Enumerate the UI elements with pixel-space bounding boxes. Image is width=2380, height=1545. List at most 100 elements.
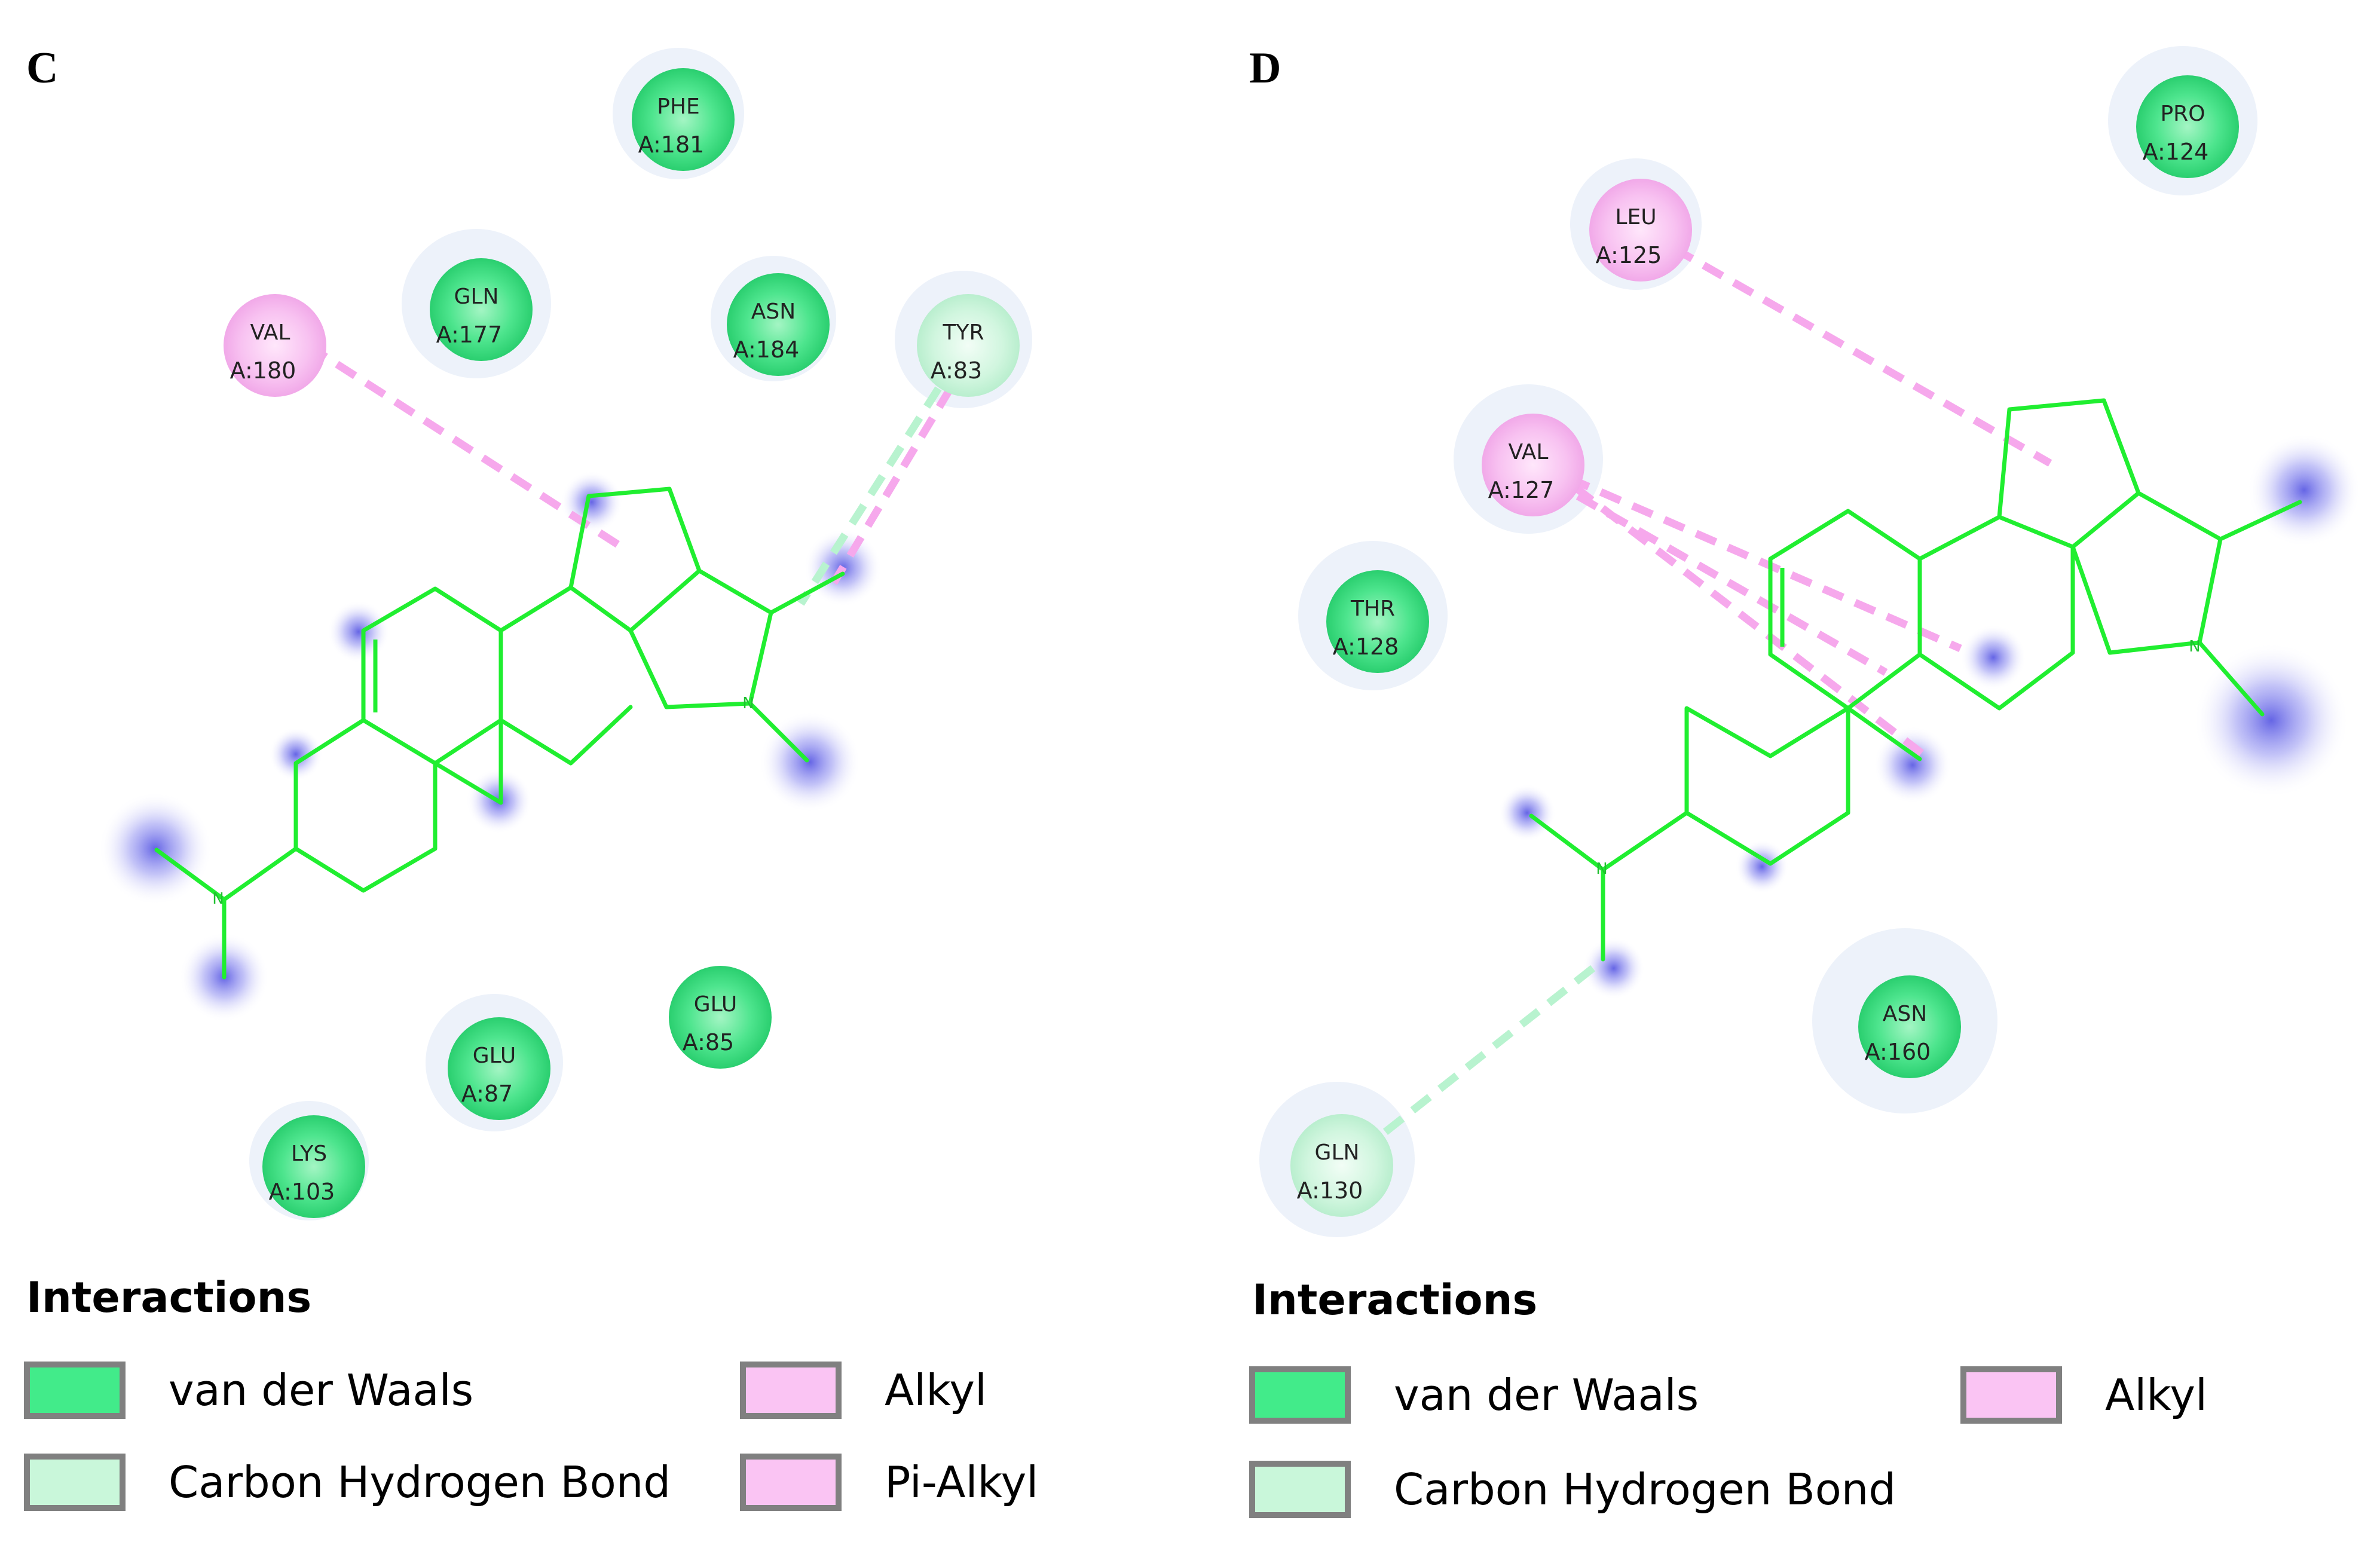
residue-disc: [632, 68, 735, 171]
legend-item-c-chb: Carbon Hydrogen Bond: [24, 1454, 671, 1511]
ligand-bond: [628, 568, 773, 709]
residue-disc: [1482, 414, 1584, 516]
residue-id: A:128: [1333, 634, 1399, 660]
ligand-bond: [1997, 398, 2141, 549]
atom-glow: [328, 601, 390, 663]
ligand-bond: [1529, 813, 1605, 872]
ligand-bond: [769, 571, 845, 615]
residue-disc: [917, 294, 1020, 397]
residue-disc: [669, 966, 772, 1069]
residue-disc: [262, 1115, 365, 1218]
residue-name: ASN: [1883, 1002, 1927, 1026]
residue-disc: [448, 1017, 550, 1120]
atom-label-n: N: [2189, 638, 2200, 656]
ligand-bond: [222, 846, 298, 902]
residue-disc: [1858, 975, 1961, 1078]
panel-label-d: D: [1249, 44, 1281, 93]
residue-name: GLU: [694, 992, 738, 1017]
residue-gln-a177: GLN A:177: [430, 258, 533, 361]
residue-id: A:103: [269, 1179, 335, 1205]
residue-glu-a85: GLU A:85: [669, 966, 772, 1069]
ligand-bond: [498, 585, 633, 766]
interaction-line: [305, 342, 624, 550]
legend-swatch-pi-alkyl: [740, 1454, 842, 1511]
residue-asn-a184: ASN A:184: [727, 273, 830, 376]
residue-name: PRO: [2160, 102, 2205, 126]
residue-name: THR: [1350, 596, 1395, 621]
residue-leu-a125: LEU A:125: [1589, 179, 1692, 282]
interaction-line: [1567, 475, 1962, 652]
residue-id: A:127: [1488, 477, 1555, 503]
atom-glow: [2247, 433, 2361, 547]
legend-item-c-vdw: van der Waals: [24, 1362, 473, 1419]
legend-item-c-alkyl: Alkyl: [740, 1362, 987, 1419]
atom-label-n: N: [1596, 860, 1607, 878]
atom-glow: [1583, 937, 1645, 999]
residue-disc: [430, 258, 533, 361]
residue-name: GLN: [454, 284, 499, 309]
legend-swatch-chb: [1249, 1461, 1351, 1518]
interaction-line: [1671, 244, 2052, 467]
legend-label: Pi-Alkyl: [885, 1457, 1039, 1507]
ligand-bond: [748, 701, 809, 763]
residue-disc: [727, 273, 830, 376]
residue-id: A:130: [1297, 1177, 1363, 1204]
ligand-bond: [154, 848, 227, 902]
residue-name: VAL: [250, 320, 290, 345]
residue-glu-a87: GLU A:87: [448, 1017, 550, 1120]
ligand-bond: [2070, 491, 2223, 655]
panel-label-c: C: [26, 44, 59, 93]
ligand-bond: [361, 586, 503, 766]
atom-glow: [1960, 625, 2026, 690]
legend-label: Carbon Hydrogen Bond: [1394, 1464, 1896, 1515]
legend-title-c: Interactions: [26, 1273, 312, 1322]
legend-title-d: Interactions: [1252, 1275, 1538, 1324]
residue-name: ASN: [751, 299, 796, 324]
legend-label: Alkyl: [885, 1365, 987, 1415]
ligand-bond: [293, 718, 438, 893]
atom-glow: [1874, 726, 1951, 804]
residue-id: A:125: [1596, 242, 1662, 268]
residue-disc: [1326, 570, 1429, 673]
residue-disc: [224, 294, 326, 397]
residue-gln-a130: GLN A:130: [1290, 1114, 1393, 1217]
ligand-bond: [1768, 509, 1922, 711]
residue-val-a180: VAL A:180: [224, 294, 326, 397]
residue-name: GLU: [473, 1044, 516, 1068]
interaction-line: [830, 386, 954, 585]
residue-name: LEU: [1615, 205, 1656, 230]
ligand-bond: [1846, 706, 1922, 761]
residue-id: A:124: [2143, 139, 2209, 165]
ligand-bond: [433, 761, 503, 805]
residue-name: GLN: [1315, 1140, 1360, 1165]
interaction-line: [1378, 965, 1596, 1139]
legend-item-d-vdw: van der Waals: [1249, 1366, 1699, 1424]
interaction-line: [1573, 484, 1924, 757]
legend-label: van der Waals: [1394, 1370, 1699, 1420]
atom-glow: [561, 471, 623, 533]
legend-swatch-vdw: [1249, 1366, 1351, 1424]
residue-id: A:87: [461, 1081, 513, 1107]
atom-label-n: N: [212, 890, 224, 908]
residue-id: A:180: [230, 357, 296, 384]
residue-disc: [1290, 1114, 1393, 1217]
residue-thr-a128: THR A:128: [1326, 570, 1429, 673]
ligand-bond: [568, 487, 702, 633]
residue-disc: [1589, 179, 1692, 282]
residue-id: A:83: [931, 357, 982, 384]
interaction-line: [797, 386, 942, 606]
residue-pro-a124: PRO A:124: [2136, 75, 2239, 178]
ligand-bond: [1601, 810, 1689, 872]
residue-id: A:160: [1865, 1039, 1931, 1065]
atom-glow: [1735, 840, 1789, 894]
residue-id: A:177: [436, 322, 503, 348]
legend-item-d-chb: Carbon Hydrogen Bond: [1249, 1461, 1896, 1518]
residue-id: A:85: [683, 1029, 734, 1056]
legend-item-c-pi-alkyl: Pi-Alkyl: [740, 1454, 1038, 1511]
residue-id: A:184: [733, 336, 800, 363]
